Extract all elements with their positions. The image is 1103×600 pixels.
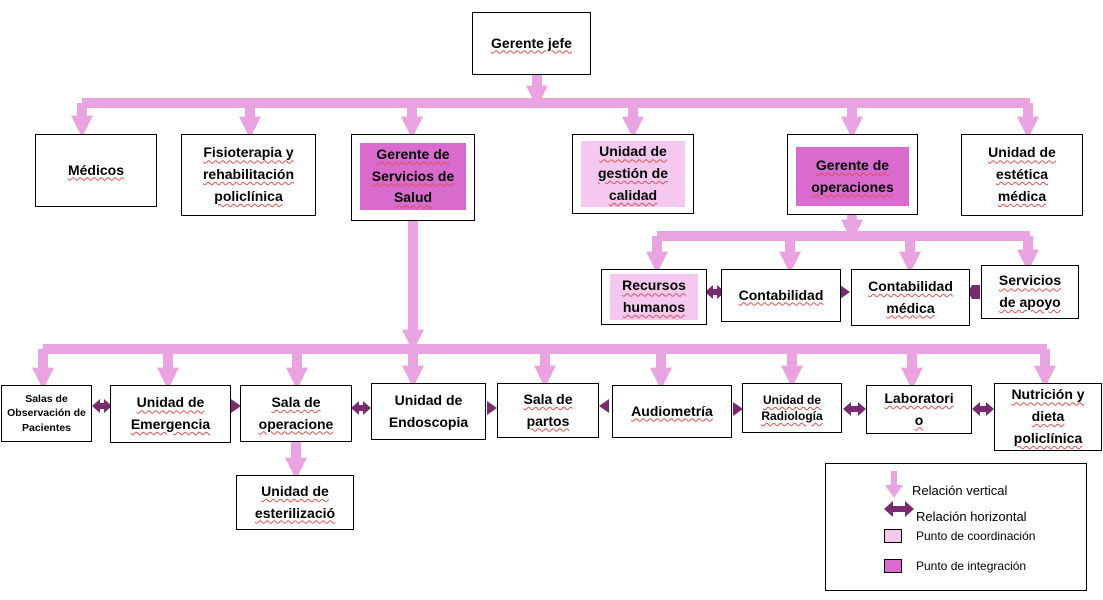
node-unidad-calidad: Unidad de gestión de calidad [572,134,694,214]
node-medicos: Médicos [35,134,157,207]
node-recursos-humanos: Recursos humanos [601,269,707,325]
node-label: Médicos [67,161,124,178]
node-sala-operaciones: Sala de operacione [240,385,352,442]
legend: Relación vertical Relación horizontal Pu… [825,463,1087,591]
legend-coordination-label: Punto de coordinación [916,529,1036,543]
node-label: Servicios de apoyo [998,272,1062,310]
node-label: Unidad de estética médica [988,144,1056,204]
coordination-swatch [884,529,902,543]
node-gerente-servicios: Gerente de Servicios de Salud [351,134,475,221]
node-audiometria: Audiometría [612,385,732,438]
node-label: Contabilidad médica [868,277,953,316]
node-label: Salas de Observación de Pacientes [7,393,86,434]
integration-point-fill: Gerente de operaciones [796,147,909,206]
integration-point-fill: Gerente de Servicios de Salud [360,143,466,210]
node-contabilidad-medica: Contabilidad médica [851,269,970,326]
node-gerente-operaciones: Gerente de operaciones [787,134,918,215]
node-unidad-estetica: Unidad de estética médica [961,134,1083,216]
double-arrow-sala-operaciones-endoscopia [351,401,371,415]
coordination-point-fill: Recursos humanos [610,274,698,320]
coordination-point-fill: Unidad de gestión de calidad [581,141,685,207]
node-label: Sala de operacione [258,393,334,432]
double-arrow-laboratorio-nutricion [972,402,994,416]
vertical-connectors [31,75,1057,480]
double-arrow-radiologia-laboratorio [843,402,866,416]
arrow-endoscopia-to-sala-partos [487,401,497,415]
node-fisioterapia: Fisioterapia y rehabilitación policlínic… [181,134,316,216]
node-label: Nutrición y dieta policlínica [1011,386,1085,446]
node-unidad-endoscopia: Unidad de Endoscopia [371,383,486,440]
legend-vertical-label: Relación vertical [912,483,1008,498]
node-unidad-emergencia: Unidad de Emergencia [110,385,231,443]
node-gerente-jefe: Gerente jefe [472,12,591,75]
arrow-emergencia-to-sala-operaciones [231,399,241,413]
node-contabilidad: Contabilidad [721,269,841,322]
node-label: Fisioterapia y rehabilitación policlínic… [202,144,295,204]
node-unidad-radiologia: Unidad de Radiología [742,383,842,433]
node-nutricion: Nutrición y dieta policlínica [994,383,1102,451]
node-label: Unidad de Radiología [761,392,823,423]
node-label: Gerente de operaciones [811,156,894,195]
horizontal-connectors [92,285,994,416]
node-label: Unidad de Emergencia [130,394,211,432]
integration-swatch [884,559,902,573]
node-label: Unidad de esterilizació [254,482,336,521]
arrow-contabilidad-to-contabilidad-medica [840,285,850,299]
legend-integration-label: Punto de integración [916,559,1027,573]
node-label: Audiometría [631,402,713,419]
node-label: Gerente jefe [491,34,572,51]
node-sala-partos: Sala de partos [497,383,599,438]
double-arrow-rrhh-contabilidad [705,285,725,299]
legend-horizontal-label: Relación horizontal [916,509,1027,524]
node-servicios-apoyo: Servicios de apoyo [981,265,1079,319]
node-label: Unidad de Endoscopia [388,391,469,430]
vertical-arrow-icon [885,471,903,498]
node-salas-observacion: Salas de Observación de Pacientes [1,385,92,442]
node-label: Contabilidad [738,286,824,303]
node-label: Recursos humanos [622,277,686,315]
node-label: Unidad de gestión de calidad [597,143,668,203]
arrow-audiometria-to-sala-partos [599,399,609,413]
node-label: Sala de partos [523,390,573,429]
arrow-to-servicios-apoyo-left [968,285,980,299]
node-unidad-esterilizacion: Unidad de esterilizació [236,475,354,530]
double-arrow-salas-emergencia [92,399,112,413]
node-laboratorio: Laboratori o [866,385,972,434]
node-label: Laboratori o [884,389,954,428]
arrow-audiometria-to-radiologia [733,402,743,416]
node-label: Gerente de Servicios de Salud [371,145,455,206]
double-arrow-icon [884,501,914,517]
